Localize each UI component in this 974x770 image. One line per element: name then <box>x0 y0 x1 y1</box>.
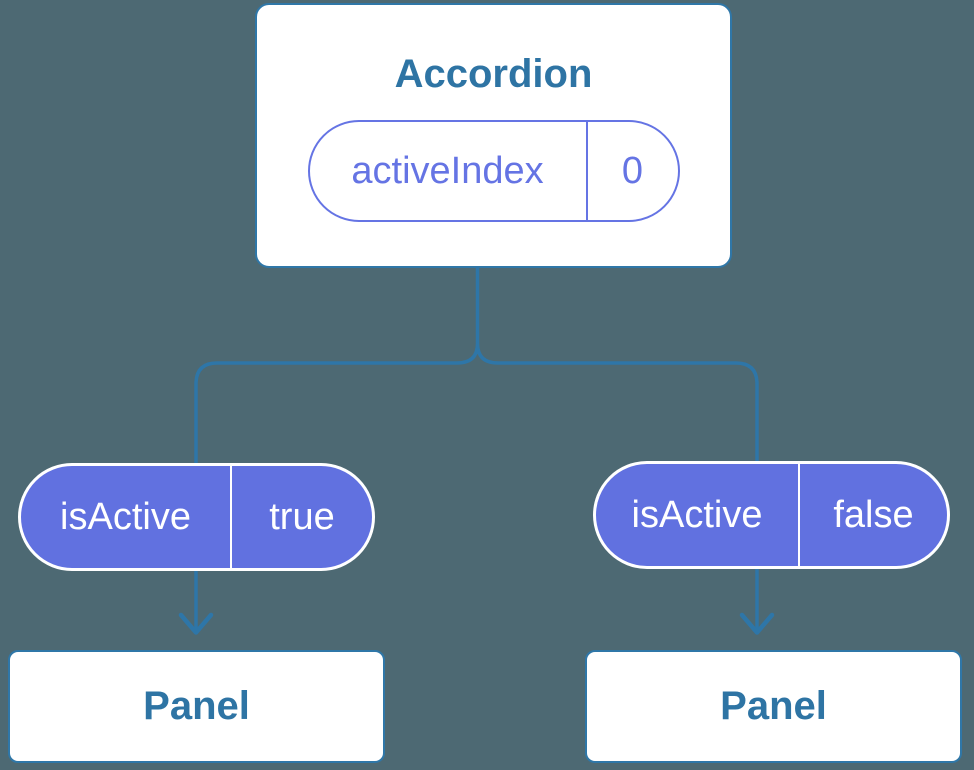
prop-pill-value: false <box>833 493 914 536</box>
component-title: Panel <box>720 684 827 728</box>
prop-pill-name: isActive <box>21 466 232 568</box>
prop-pill-left: isActive true <box>18 463 375 571</box>
prop-pill-name: isActive <box>596 464 800 566</box>
arrow-down-icon <box>178 612 214 635</box>
component-title: Accordion <box>394 52 593 96</box>
connector-stem-and-branches <box>194 266 759 629</box>
panel-node-left: Panel <box>8 650 385 763</box>
prop-pill-value: true <box>269 495 335 538</box>
state-pill: activeIndex 0 <box>307 120 680 222</box>
panel-node-right: Panel <box>585 650 962 763</box>
accordion-component-node: Accordion activeIndex 0 <box>255 3 732 268</box>
state-pill-name: activeIndex <box>310 122 588 220</box>
state-pill-value: 0 <box>621 149 644 192</box>
component-title: Panel <box>143 684 250 728</box>
prop-pill-right: isActive false <box>593 461 950 569</box>
arrow-down-icon <box>739 612 775 635</box>
